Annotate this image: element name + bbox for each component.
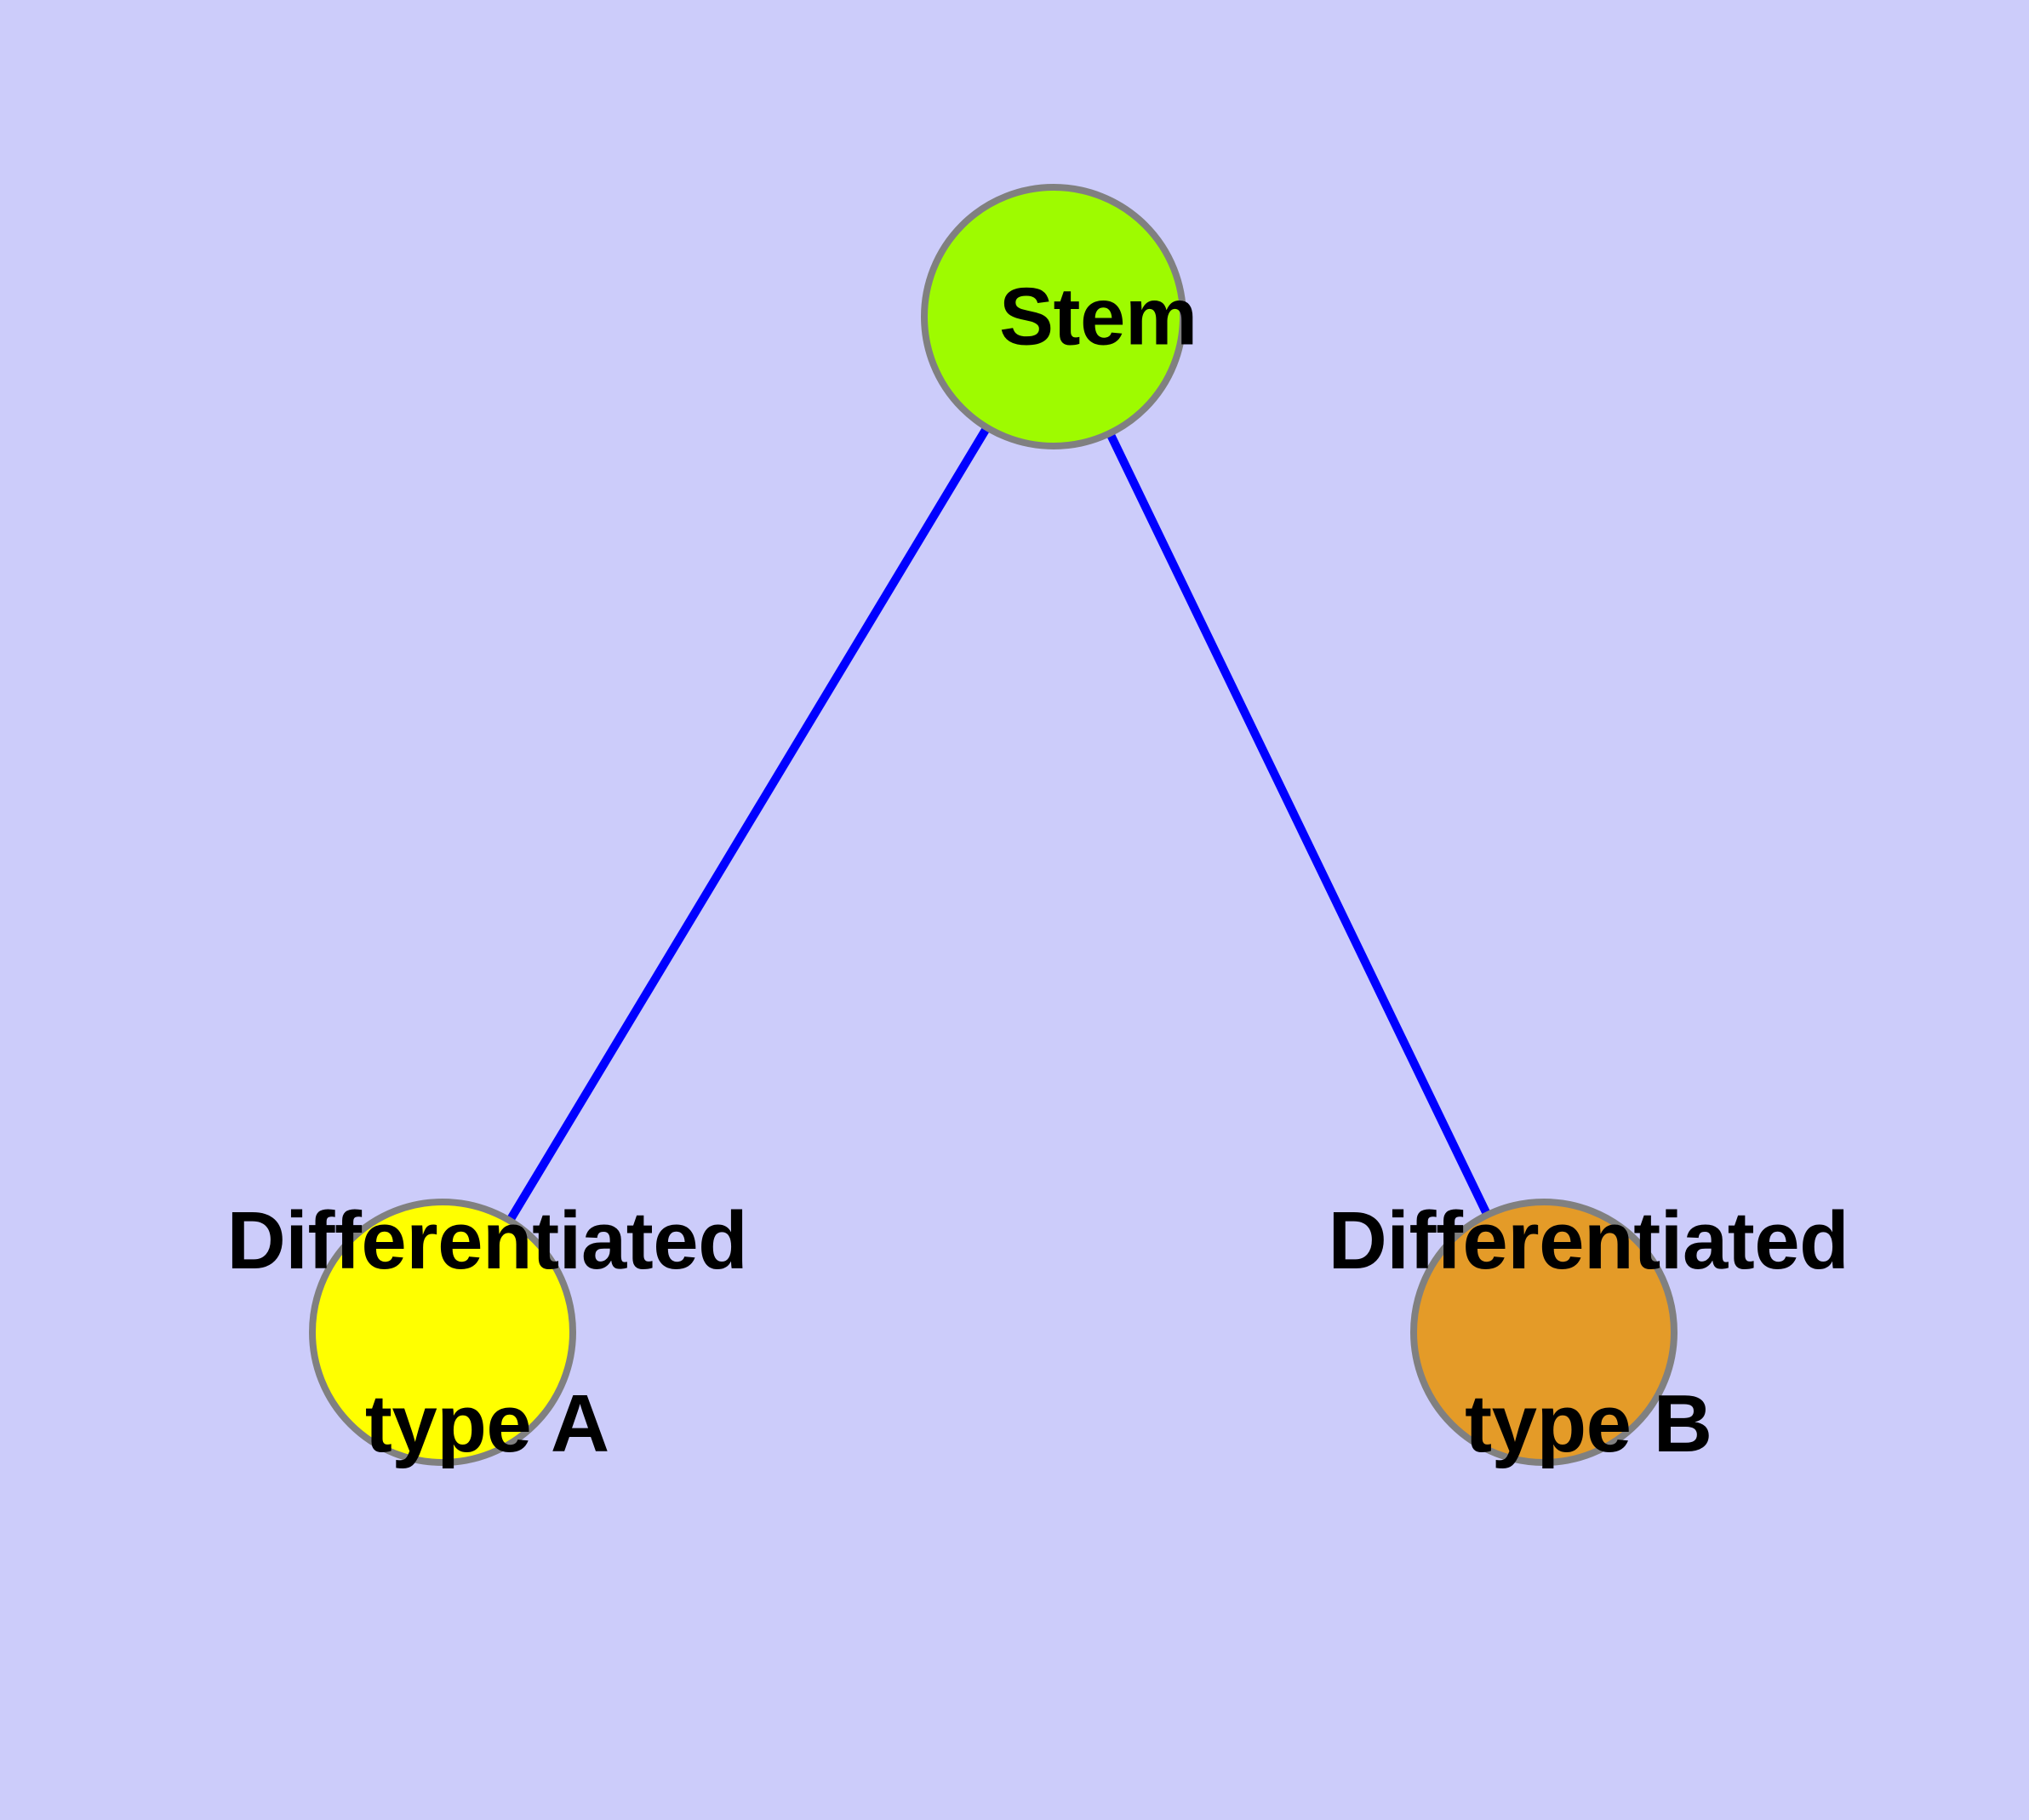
node-differentiated-type-a[interactable] [309, 1199, 576, 1466]
node-stem[interactable] [921, 184, 1186, 449]
edge-stem-to-type-a[interactable] [503, 421, 994, 1228]
edge-layer [503, 421, 1494, 1228]
edge-stem-to-type-b[interactable] [1103, 426, 1494, 1222]
node-differentiated-type-b[interactable] [1410, 1199, 1677, 1466]
node-layer [309, 184, 1677, 1466]
